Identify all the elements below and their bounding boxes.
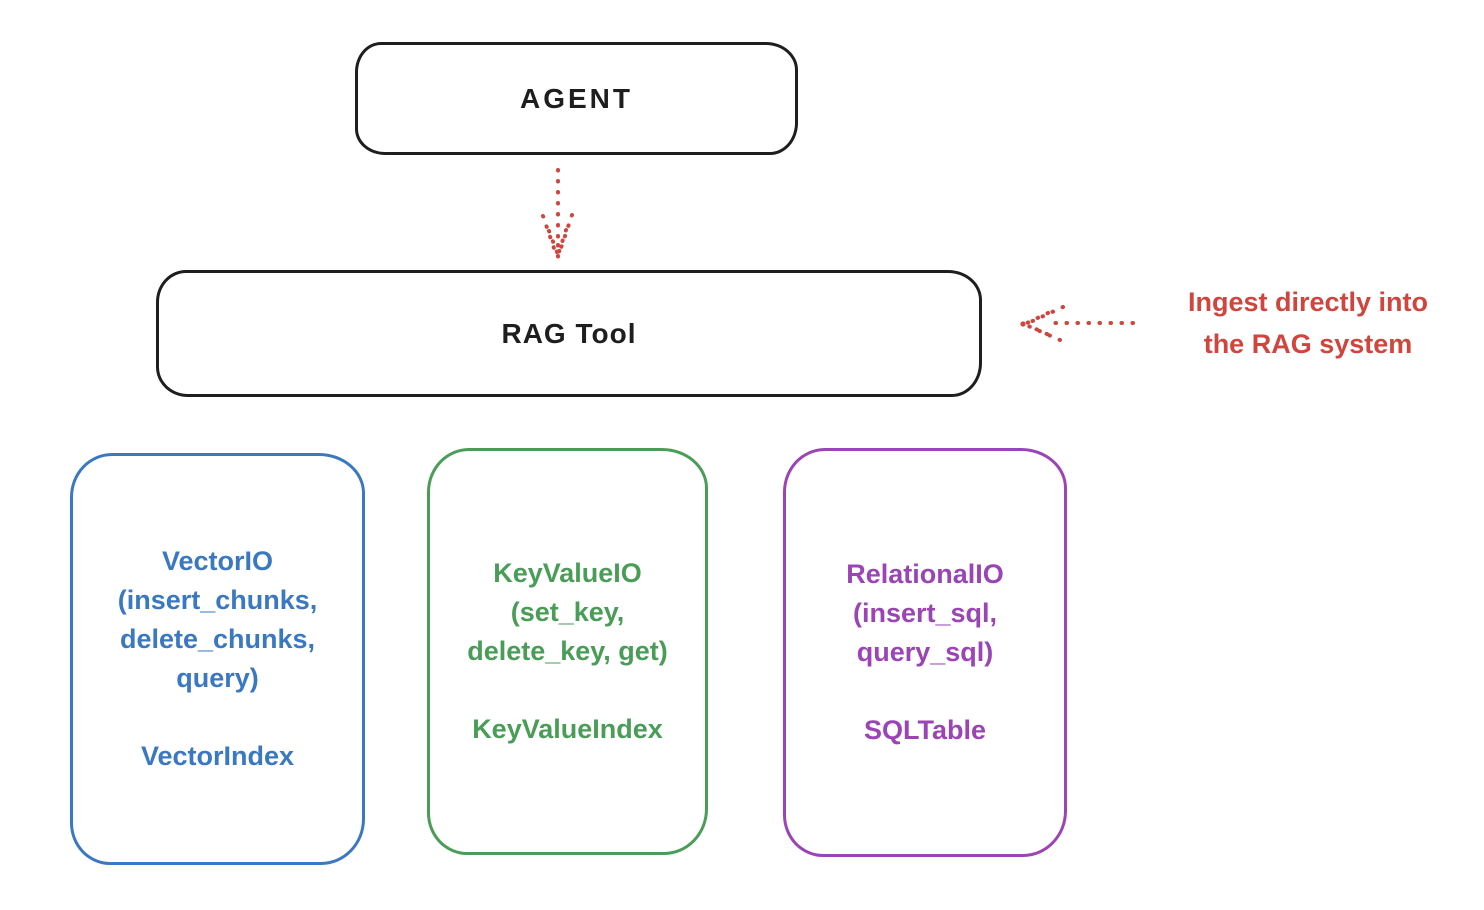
annotation-to-ragtool-dotted-arrow (1024, 305, 1135, 342)
keyvalue-index-label: KeyValueIndex (472, 714, 663, 744)
vector-index-label: VectorIndex (140, 741, 295, 771)
agent-node: AGENT (355, 42, 798, 155)
backend-box-relational-io: RelationalIO (insert_sql, query_sql) SQL… (783, 448, 1067, 857)
backend-box-vector-io: VectorIO (insert_chunks, delete_chunks, … (70, 453, 365, 865)
rag-tool-node: RAG Tool (156, 270, 982, 397)
sql-table-label: SQLTable (863, 715, 986, 745)
agent-label: AGENT (520, 82, 633, 114)
vector-io-calls: VectorIO (insert_chunks, delete_chunks, … (117, 546, 318, 693)
ingest-annotation-line1: Ingest directly into (1187, 287, 1429, 317)
rag-tool-label: RAG Tool (501, 317, 637, 349)
relational-io-calls: RelationalIO (insert_sql, query_sql) (846, 559, 1004, 667)
ingest-annotation: Ingest directly into the RAG system (1138, 281, 1478, 365)
agent-to-ragtool-dotted-arrow (541, 168, 574, 260)
arrowhead-tip-dot (1020, 321, 1026, 327)
keyvalue-io-calls: KeyValueIO (set_key, delete_key, get) (467, 558, 668, 666)
ingest-annotation-line2: the RAG system (1203, 329, 1413, 359)
backend-box-keyvalue-io: KeyValueIO (set_key, delete_key, get) Ke… (427, 448, 708, 855)
